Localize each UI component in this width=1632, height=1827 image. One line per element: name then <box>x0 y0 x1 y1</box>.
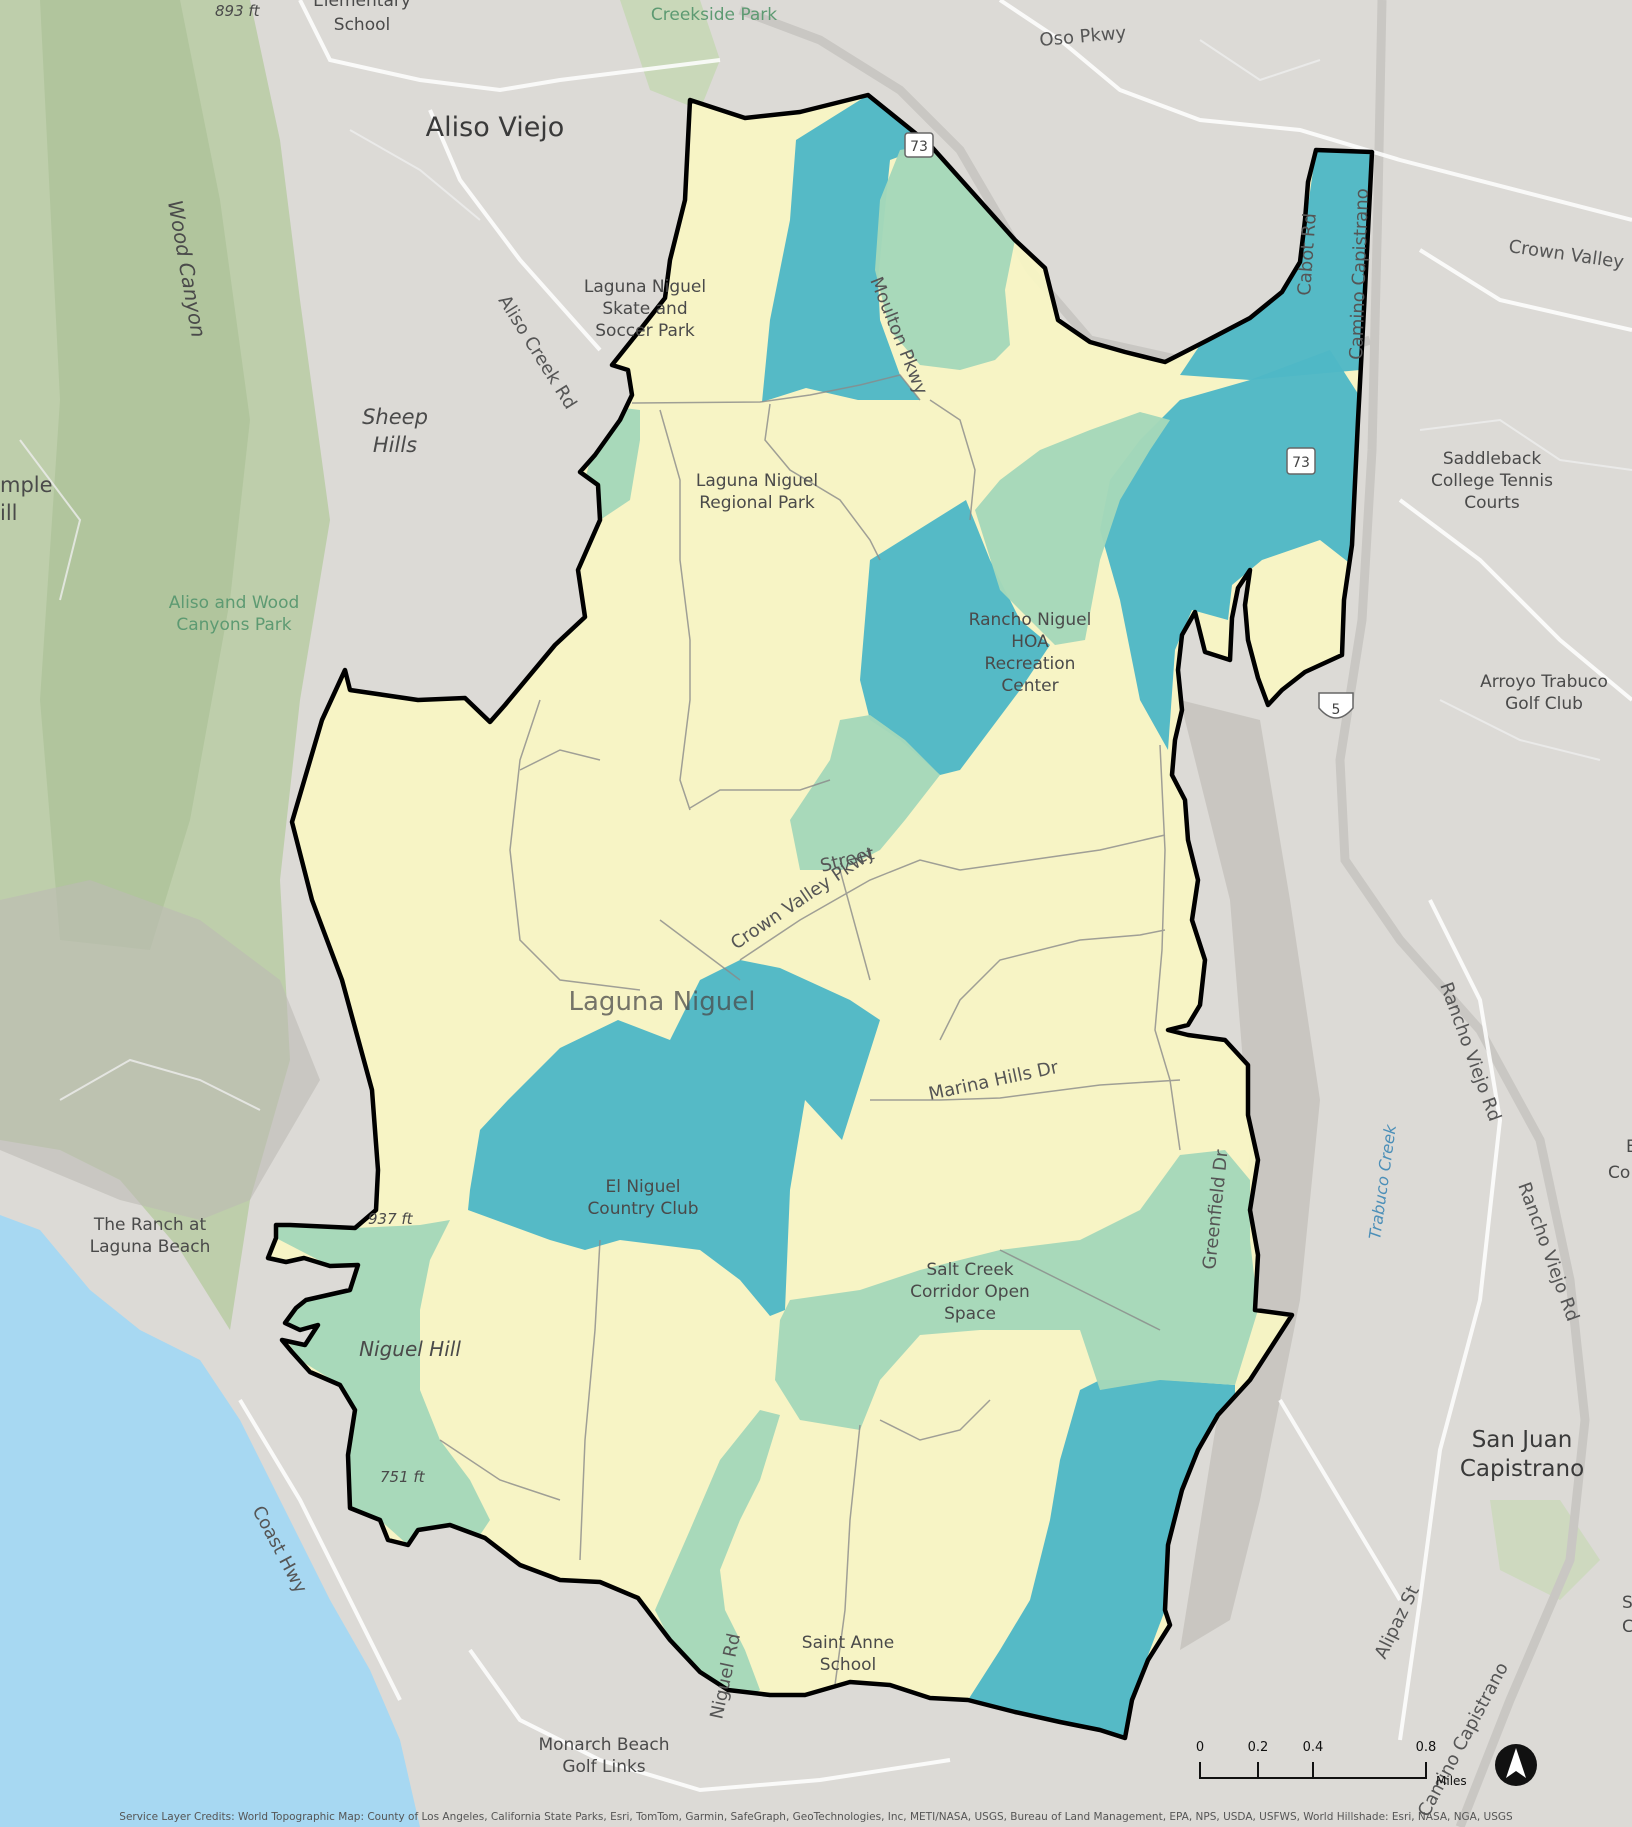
label-rancho-niguel-2: HOA <box>1011 632 1049 652</box>
label-aliso-wood-2: Canyons Park <box>176 615 291 635</box>
region-mid-recreation[interactable] <box>975 412 1170 645</box>
scale-tick-3: 0.8 <box>1415 1740 1437 1755</box>
label-monarch-beach-2: Golf Links <box>562 1757 645 1777</box>
local-roads <box>238 0 1632 1793</box>
label-saint-anne-1: Saint Anne <box>802 1633 894 1653</box>
label-edge-e: E <box>1626 1137 1632 1157</box>
shield-i5: 5 <box>1318 692 1354 719</box>
label-monarch-beach-1: Monarch Beach <box>538 1735 669 1755</box>
label-el-niguel-2: Country Club <box>587 1199 698 1219</box>
pacific-ocean <box>0 1215 420 1827</box>
label-laguna-niguel: Laguna Niguel <box>569 987 756 1017</box>
region-high-el-niguel[interactable] <box>468 960 880 1316</box>
canyon-terrain <box>40 0 250 950</box>
north-arrow-icon <box>1495 1744 1537 1786</box>
label-aliso-viejo: Aliso Viejo <box>426 112 565 143</box>
label-salt-creek-1: Salt Creek <box>926 1260 1013 1280</box>
label-edge-s: S <box>1622 1593 1632 1613</box>
label-regional-park-1: Laguna Niguel <box>696 471 818 491</box>
label-elevation-937: 937 ft <box>368 1210 414 1228</box>
scale-bar: 0 0.2 0.4 0.8 Miles <box>1195 1740 1467 1800</box>
label-regional-park-2: Regional Park <box>699 493 815 513</box>
scale-tick-2: 0.4 <box>1302 1740 1324 1755</box>
minor-roads <box>19 39 1632 1111</box>
label-san-juan-capistrano-1: San Juan <box>1472 1427 1573 1453</box>
label-sheep-hills-2: Hills <box>373 433 417 457</box>
label-saddleback-3: Courts <box>1464 493 1520 513</box>
label-the-ranch-2: Laguna Beach <box>90 1237 211 1257</box>
shield-sr73-east: 73 <box>1286 447 1316 475</box>
label-saddleback-1: Saddleback <box>1443 449 1542 469</box>
label-aliso-wood-1: Aliso and Wood <box>169 593 300 613</box>
region-high-rancho-niguel[interactable] <box>860 500 1050 775</box>
hillshade-southwest <box>0 880 320 1220</box>
label-the-ranch-1: The Ranch at <box>93 1215 207 1235</box>
scale-bar-graphic <box>1199 1762 1427 1779</box>
label-edge-c: C <box>1622 1617 1632 1637</box>
svg-text:73: 73 <box>910 139 928 155</box>
scale-tick-0: 0 <box>1195 1740 1205 1755</box>
label-rancho-niguel-1: Rancho Niguel <box>969 610 1092 630</box>
label-salt-creek-3: Space <box>944 1304 996 1324</box>
label-arroyo-trabuco-1: Arroyo Trabuco <box>1480 672 1608 692</box>
label-saddleback-2: College Tennis <box>1431 471 1553 491</box>
region-mid-south[interactable] <box>655 1410 780 1700</box>
region-high-north[interactable] <box>762 95 930 402</box>
label-elementary-1: Elementary <box>313 0 411 11</box>
i5-freeway <box>1335 0 1590 1827</box>
label-rancho-niguel-4: Center <box>1001 676 1058 696</box>
creekside-park-area <box>620 0 720 110</box>
label-temple-hill-1: mple <box>0 473 53 497</box>
label-salt-creek-2: Corridor Open <box>910 1282 1030 1302</box>
label-skate-park-1: Laguna Niguel <box>584 277 706 297</box>
label-elementary-2: School <box>334 15 390 35</box>
label-rancho-niguel-3: Recreation <box>985 654 1076 674</box>
label-elevation-751: 751 ft <box>380 1468 426 1486</box>
region-mid-central[interactable] <box>790 715 940 870</box>
label-sheep-hills-1: Sheep <box>362 405 428 429</box>
svg-text:73: 73 <box>1292 455 1310 471</box>
label-temple-hill-2: ill <box>0 501 18 525</box>
scale-tick-1: 0.2 <box>1247 1740 1269 1755</box>
shield-sr73-north: 73 <box>904 132 934 158</box>
scale-units: Miles <box>1436 1774 1467 1788</box>
label-arroyo-trabuco-2: Golf Club <box>1505 694 1583 714</box>
service-credits: Service Layer Credits: World Topographic… <box>119 1811 1513 1823</box>
label-creekside-park: Creekside Park <box>651 5 777 25</box>
region-mid-salt-creek[interactable] <box>775 1150 1258 1430</box>
region-mid-niguel-hill[interactable] <box>270 1220 490 1545</box>
label-elevation-893: 893 ft <box>215 2 261 20</box>
label-skate-park-3: Soccer Park <box>595 321 695 341</box>
label-edge-co: Co <box>1608 1163 1630 1183</box>
label-san-juan-capistrano-2: Capistrano <box>1460 1456 1584 1482</box>
label-saint-anne-2: School <box>820 1655 876 1675</box>
label-skate-park-2: Skate and <box>602 299 687 319</box>
label-el-niguel-1: El Niguel <box>605 1177 680 1197</box>
region-high-southeast[interactable] <box>968 1380 1235 1738</box>
svg-text:5: 5 <box>1332 702 1341 718</box>
label-niguel-hill: Niguel Hill <box>359 1337 461 1361</box>
